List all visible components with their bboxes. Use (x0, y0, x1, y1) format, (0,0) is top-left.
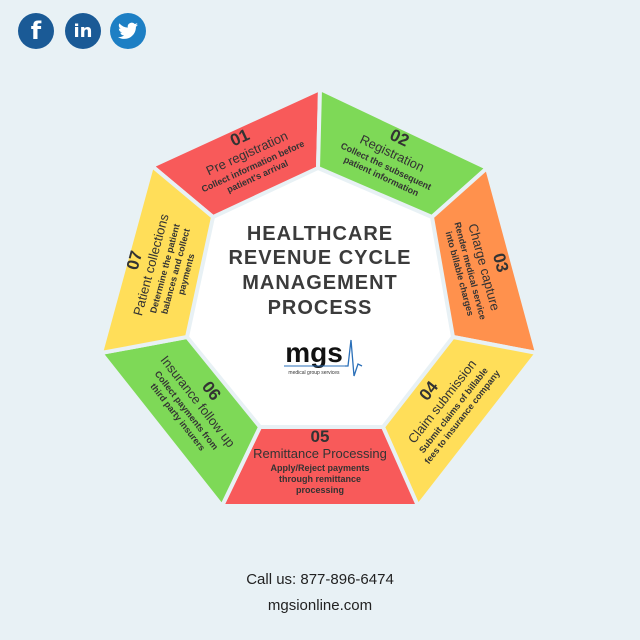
website-link[interactable]: mgsionline.com (267, 597, 373, 614)
step-description: processing (296, 485, 344, 495)
center-title-line: MANAGEMENT (242, 272, 398, 294)
center-title-line: REVENUE CYCLE (228, 247, 411, 269)
mgs-logo: mgs medical group services (284, 337, 363, 377)
step-number: 03 (489, 251, 512, 274)
linkedin-icon[interactable]: in (65, 13, 101, 49)
logo-text: mgs (285, 337, 343, 368)
step-number: 05 (311, 427, 330, 446)
center-title-line: PROCESS (268, 297, 373, 319)
step-number: 07 (123, 249, 146, 272)
facebook-glyph: f (30, 17, 42, 45)
segment-07 (98, 162, 216, 356)
twitter-icon[interactable] (110, 13, 146, 49)
step-title: Remittance Processing (253, 446, 387, 461)
center-title-line: HEALTHCARE (247, 223, 393, 245)
step-description: through remittance (279, 474, 361, 484)
logo-subtext: medical group services (288, 370, 340, 376)
linkedin-glyph: in (73, 20, 93, 42)
center-panel (187, 168, 453, 427)
phone-number[interactable]: Call us: 877-896-6474 (246, 571, 394, 588)
step-description: Apply/Reject payments (270, 463, 369, 473)
facebook-icon[interactable]: f (18, 13, 54, 49)
